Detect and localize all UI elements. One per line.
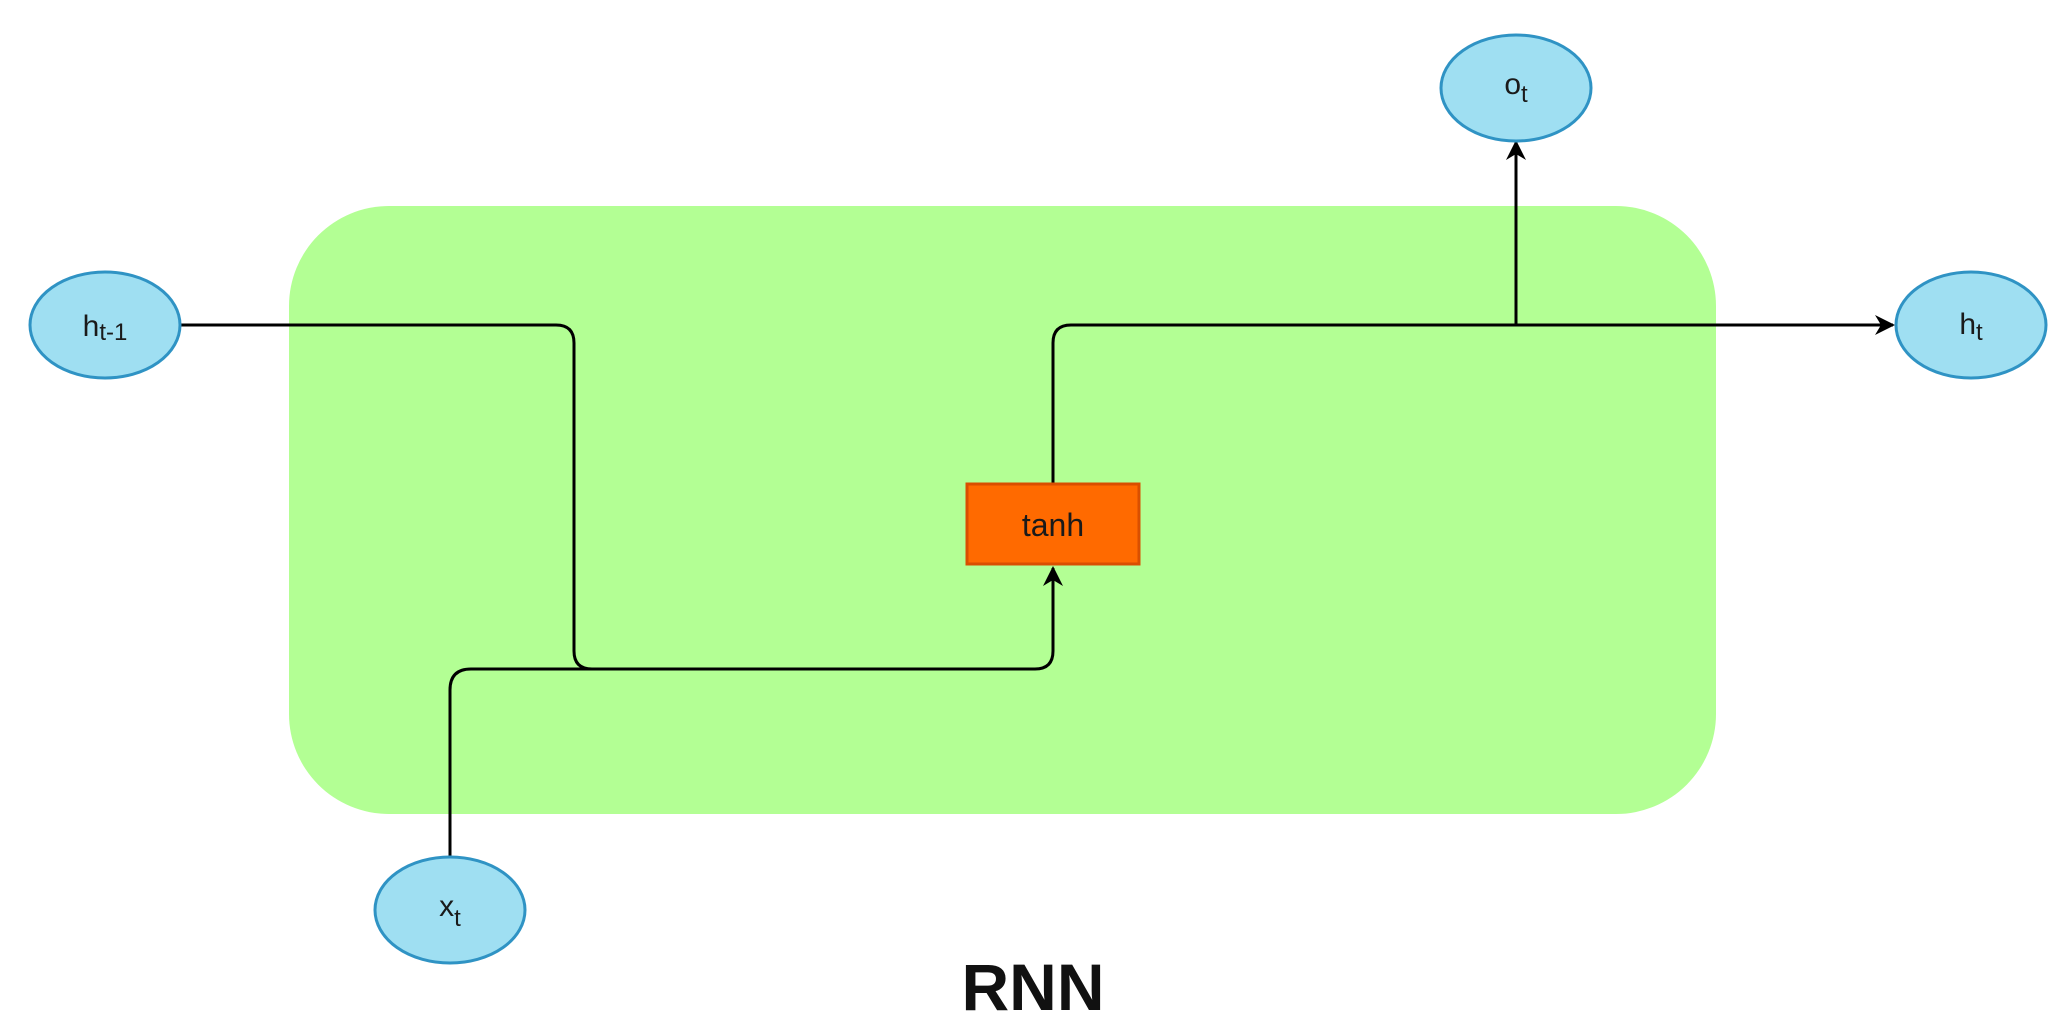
- tanh-label: tanh: [1022, 507, 1084, 543]
- o-t-label: ot: [1504, 68, 1528, 108]
- diagram-title: RNN: [962, 950, 1105, 1024]
- tanh-block: [965, 482, 1141, 566]
- h-t-node: [1894, 270, 2048, 380]
- wire-x-to-merge: [448, 667, 1035, 858]
- h-prev-label: ht-1: [83, 310, 128, 346]
- o-t-node: [1439, 33, 1593, 143]
- wire-merge-to-tanh: [1034, 566, 1063, 671]
- h-prev-node: [28, 270, 182, 380]
- wire-tanh-to-split: [1051, 323, 1516, 484]
- x-t-label: xt: [439, 890, 461, 932]
- x-t-node: [373, 855, 527, 965]
- h-t-label: ht: [1959, 308, 1983, 346]
